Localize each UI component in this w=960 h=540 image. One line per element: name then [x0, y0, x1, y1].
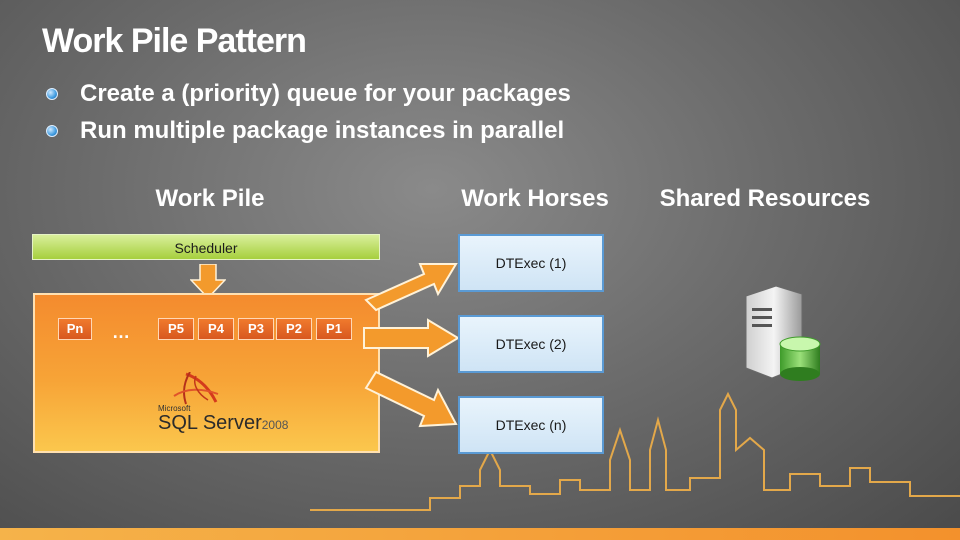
- heading-work-horses: Work Horses: [461, 185, 609, 212]
- bullet-item: Create a (priority) queue for your packa…: [46, 80, 571, 108]
- down-arrow-icon: [190, 264, 226, 300]
- package-pn: Pn: [58, 318, 92, 340]
- footer-accent-bar: [0, 528, 960, 540]
- package-p4: P4: [198, 318, 234, 340]
- slide-title: Work Pile Pattern: [42, 22, 307, 60]
- heading-work-pile: Work Pile: [155, 185, 265, 212]
- package-p3: P3: [238, 318, 274, 340]
- logo-version: 2008: [261, 418, 289, 432]
- scheduler-bar: Scheduler: [32, 234, 380, 260]
- logo-product-name: SQL Server: [158, 412, 262, 434]
- logo-product: SQL Server2008: [158, 412, 288, 435]
- bullet-item: Run multiple package instances in parall…: [46, 117, 564, 145]
- arrow-icon: [364, 263, 458, 312]
- dtexec-box: DTExec (2): [458, 315, 604, 373]
- queue-ellipsis: …: [112, 322, 130, 342]
- package-p2: P2: [276, 318, 312, 340]
- bullet-dot-icon: [46, 125, 58, 137]
- arrow-icon: [364, 370, 458, 428]
- arrow-icon: [363, 318, 460, 358]
- heading-shared-resources: Shared Resources: [659, 185, 871, 212]
- bullet-dot-icon: [46, 88, 58, 100]
- server-database-icon: [745, 286, 821, 381]
- bullet-text: Run multiple package instances in parall…: [80, 117, 565, 144]
- sql-server-logo-icon: [173, 372, 219, 405]
- city-skyline-icon: [310, 391, 960, 511]
- package-p5: P5: [158, 318, 194, 340]
- logo-brand: Microsoft: [158, 404, 191, 413]
- bullet-text: Create a (priority) queue for your packa…: [80, 80, 571, 107]
- dtexec-box: DTExec (n): [458, 396, 604, 454]
- dtexec-box: DTExec (1): [458, 234, 604, 292]
- package-p1: P1: [316, 318, 352, 340]
